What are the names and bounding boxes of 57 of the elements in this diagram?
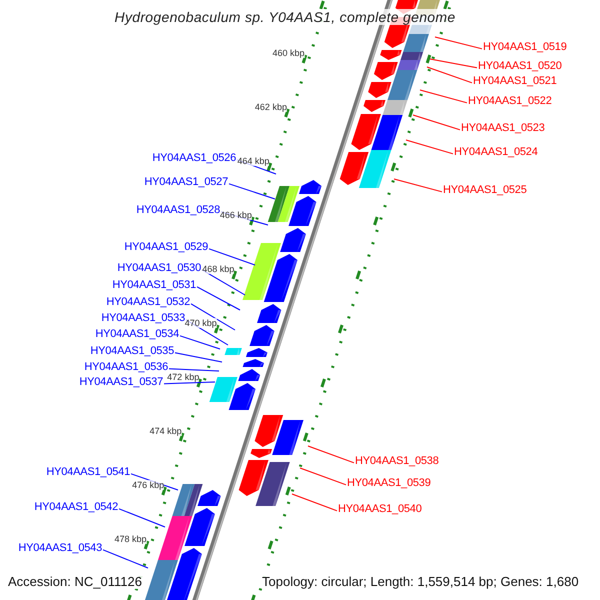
leader-line: [406, 140, 454, 154]
tick-label: 462 kbp: [254, 102, 287, 112]
tick-label: 466 kbp: [220, 210, 252, 220]
gene-label: HY04AAS1_0542: [34, 501, 118, 513]
tick-label: 474 kbp: [150, 426, 182, 436]
gene-label: HY04AAS1_0522: [468, 95, 552, 107]
leader-line: [174, 352, 222, 362]
gene-label: HY04AAS1_0531: [112, 279, 196, 291]
gene-label: HY04AAS1_0539: [347, 477, 431, 489]
gene-label: HY04AAS1_0535: [90, 345, 174, 357]
tick-label: 472 kbp: [167, 372, 200, 382]
leader-line: [430, 58, 478, 68]
gene-label: HY04AAS1_0530: [117, 262, 201, 274]
gene-label: HY04AAS1_0538: [355, 455, 439, 467]
gene-label: HY04AAS1_0528: [136, 204, 220, 216]
gene-label: HY04AAS1_0521: [473, 75, 557, 87]
accession-label: Accession: NC_011126: [8, 574, 142, 589]
leader-line: [180, 335, 220, 350]
gene-label: HY04AAS1_0534: [95, 328, 179, 340]
tick-label: 460 kbp: [272, 48, 304, 58]
gene-label: HY04AAS1_0523: [461, 122, 545, 134]
leader-line: [196, 286, 240, 310]
tick-label: 464 kbp: [237, 156, 270, 166]
gene-label: HY04AAS1_0527: [144, 176, 228, 188]
genome-info-label: Topology: circular; Length: 1,559,514 bp; Genes: 1,680: [262, 574, 579, 589]
leader-line: [394, 178, 442, 192]
leader-line: [420, 90, 468, 104]
leader-line: [208, 248, 256, 266]
tick-label: 478 kbp: [114, 534, 147, 544]
gene-label: HY04AAS1_0537: [79, 376, 163, 388]
gene-label: HY04AAS1_0519: [483, 41, 567, 53]
gene-label: HY04AAS1_0533: [101, 312, 185, 324]
gene-label: HY04AAS1_0524: [454, 146, 538, 158]
tick-label: 468 kbp: [202, 264, 234, 274]
leader-line: [292, 494, 338, 512]
gene-label: HY04AAS1_0540: [338, 503, 422, 515]
gene-label: HY04AAS1_0541: [46, 466, 130, 478]
leader-line: [164, 382, 216, 384]
gene-label: HY04AAS1_0520: [478, 60, 562, 72]
leader-line: [190, 303, 236, 330]
leader-line: [300, 468, 346, 486]
leader-line: [102, 549, 148, 568]
gene-label: HY04AAS1_0532: [106, 296, 190, 308]
gene-label: HY04AAS1_0536: [84, 361, 168, 373]
leader-line: [308, 446, 354, 464]
leader-line: [118, 508, 166, 528]
tick-label: 476 kbp: [132, 480, 164, 490]
gene-label: HY04AAS1_0525: [443, 184, 527, 196]
tick-label: 470 kbp: [184, 318, 217, 328]
gene-label: HY04AAS1_0526: [152, 152, 236, 164]
leader-line: [228, 183, 276, 200]
leader-line: [412, 114, 460, 130]
leader-line: [434, 36, 482, 50]
gene-label: HY04AAS1_0543: [18, 542, 102, 554]
leader-line: [168, 368, 220, 372]
leader-line: [426, 66, 472, 84]
gene-label: HY04AAS1_0529: [124, 241, 208, 253]
